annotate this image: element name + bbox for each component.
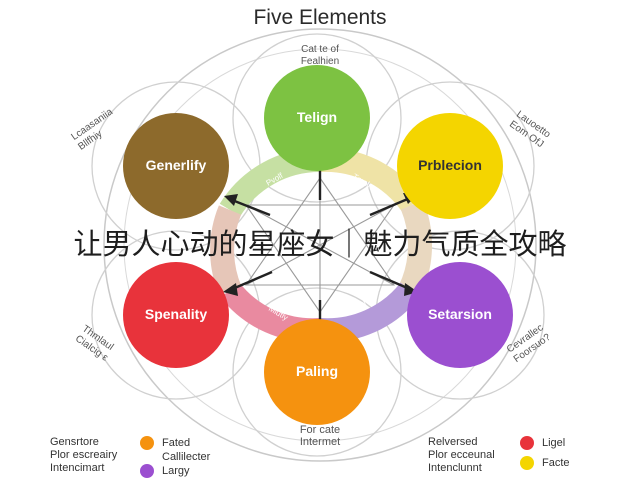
element-circle-paling [264, 319, 370, 425]
element-circle-telign [264, 65, 370, 171]
legend-item-label: Callilecter [162, 450, 211, 463]
legend-item-label: Facte [542, 456, 570, 469]
legend-line: Relversed [428, 436, 478, 448]
bottom-note: For cate Intermet [265, 424, 375, 448]
top-note: Cat te of Fealhien [270, 44, 370, 68]
middle-ring [123, 48, 517, 442]
legend-item-label: Largy [162, 464, 190, 477]
red-dot-icon [520, 436, 534, 450]
outer-ring [103, 28, 537, 462]
legend-item-label: Ligel [542, 436, 566, 449]
legend-line: Gensrtore [50, 436, 99, 448]
bottom-note-line: For cate [299, 424, 341, 436]
element-circle-spenality [123, 262, 229, 368]
element-label-paling: Paling [295, 363, 338, 379]
element-circle-setarsion [407, 262, 513, 368]
legend-item-label: Fated [162, 436, 191, 449]
purple-dot-icon [140, 464, 154, 478]
element-label-generlify: Generlify [145, 157, 207, 173]
petal-top [232, 33, 402, 203]
top-note-line: Fealhien [300, 56, 340, 67]
diagram-title: Five Elements [253, 6, 387, 29]
white-dot-icon [140, 450, 154, 464]
top-note-line: Cat te of [301, 44, 339, 55]
title-banner: 让男人心动的星座女｜魅力气质全攻略 [73, 227, 567, 261]
element-label-spenality: Spenality [144, 306, 208, 322]
legend-right: Relversed Plor ecceunal Intenclunnt Lige… [428, 436, 570, 475]
legend-line: Plor ecceunal [428, 449, 495, 461]
element-label-setarsion: Setarsion [428, 306, 492, 322]
element-label-telign: Telign [296, 109, 338, 125]
legend-left: Gensrtore Plor escreairy Intencimart Fat… [50, 436, 210, 478]
legend-line: Intencimart [50, 462, 105, 474]
element-label-prblecion: Prblecion [418, 157, 482, 173]
yellow-dot-icon [520, 456, 534, 470]
element-circle-generlify [123, 113, 229, 219]
petal-bottom [232, 287, 402, 457]
bottom-note-line: Intermet [299, 436, 341, 448]
legend-line: Plor escreairy [50, 449, 118, 461]
element-circle-prblecion [397, 113, 503, 219]
legend-line: Intenclunnt [428, 462, 482, 474]
orange-dot-icon [140, 436, 154, 450]
